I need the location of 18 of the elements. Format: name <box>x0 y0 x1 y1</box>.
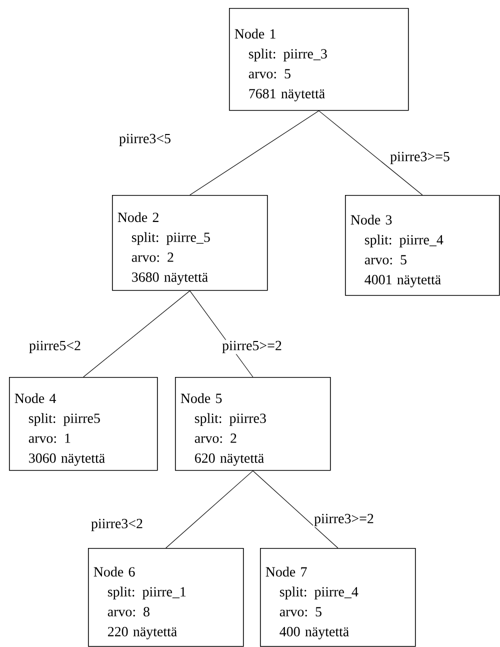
edge-label: piirre3<2 <box>90 518 144 532</box>
edge-label: piirre3<5 <box>118 132 172 148</box>
tree-node-box: Node 2 split: piirre_5 arvo: 2 3680 näytettä <box>112 195 268 291</box>
edge-label: piirre3>=5 <box>389 150 451 166</box>
tree-node-box: Node 4 split: piirre5 arvo: 1 3060 näytettä <box>9 377 158 471</box>
branch-line <box>252 470 338 548</box>
branch-line <box>190 110 320 196</box>
tree-node-box: Node 6 split: piirre_1 arvo: 8 220 näytettä <box>88 548 244 647</box>
tree-node-box: Node 5 split: piirre3 arvo: 2 620 näytettä <box>175 377 331 471</box>
tree-node-box: Node 3 split: piirre_4 arvo: 5 4001 näytettä <box>345 195 500 296</box>
branch-line <box>83 290 190 378</box>
edge-label: piirre5>=2 <box>221 340 283 354</box>
tree-node-box: Node 1 split: piirre_3 arvo: 5 7681 näytettä <box>229 8 409 111</box>
tree-node-box: Node 7 split: piirre_4 arvo: 5 400 näytettä <box>260 548 416 647</box>
branch-line <box>166 470 254 548</box>
branch-line <box>318 110 423 196</box>
edge-label: piirre3>=2 <box>313 512 375 528</box>
edge-label: piirre5<2 <box>28 340 82 354</box>
